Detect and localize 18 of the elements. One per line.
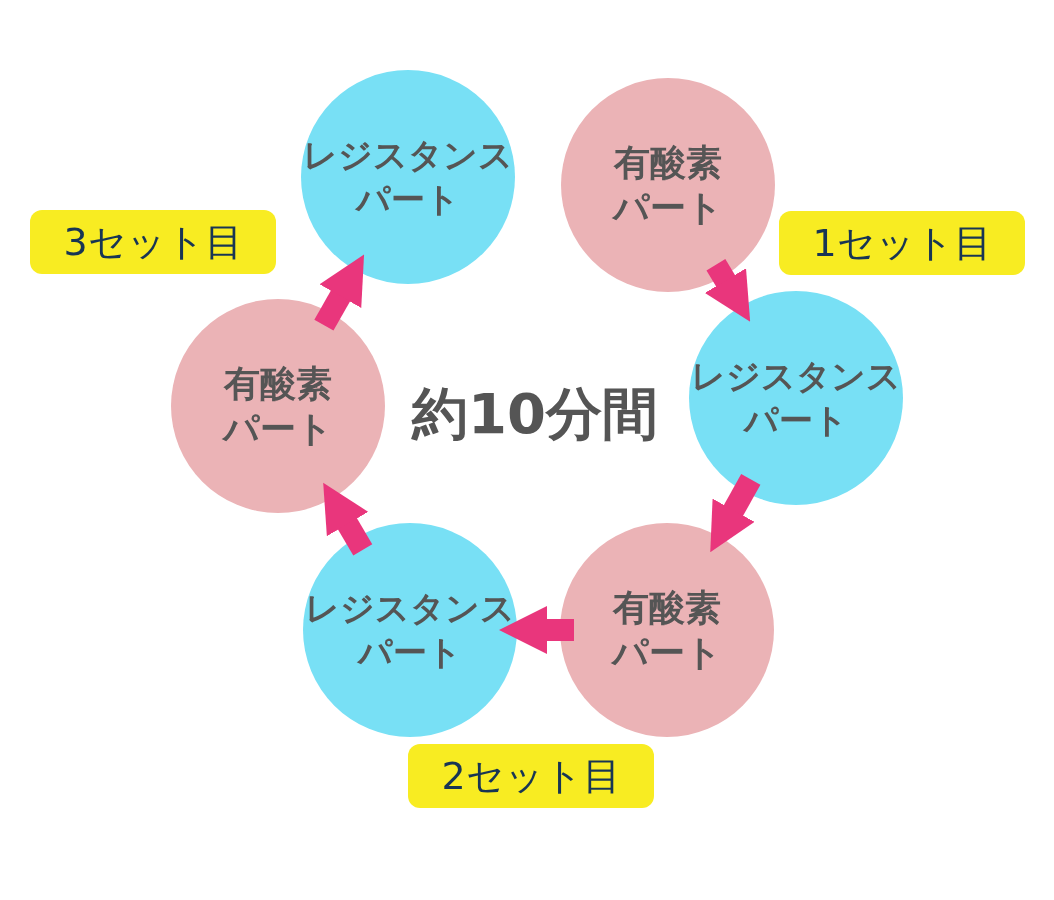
set-tag <box>30 210 276 274</box>
node-text: 有酸素パート <box>611 141 724 230</box>
arrow <box>710 473 761 553</box>
arrow <box>499 606 574 654</box>
node-text: 有酸素パート <box>610 586 723 675</box>
set-tag <box>779 211 1025 275</box>
arrow <box>323 482 373 556</box>
arrow <box>704 259 751 322</box>
node-text: 2セット目 <box>441 752 621 800</box>
node-text: レジスタンスパート <box>302 133 514 221</box>
node-text: 1セット目 <box>812 219 992 267</box>
arrow <box>314 254 365 331</box>
node-text: レジスタンスパート <box>304 586 516 674</box>
node-text: レジスタンスパート <box>690 354 902 442</box>
set-tag <box>408 744 654 808</box>
node-text: 3セット目 <box>63 218 243 266</box>
node-text: 有酸素パート <box>221 362 334 451</box>
center-label: 約10分間 <box>410 380 659 448</box>
